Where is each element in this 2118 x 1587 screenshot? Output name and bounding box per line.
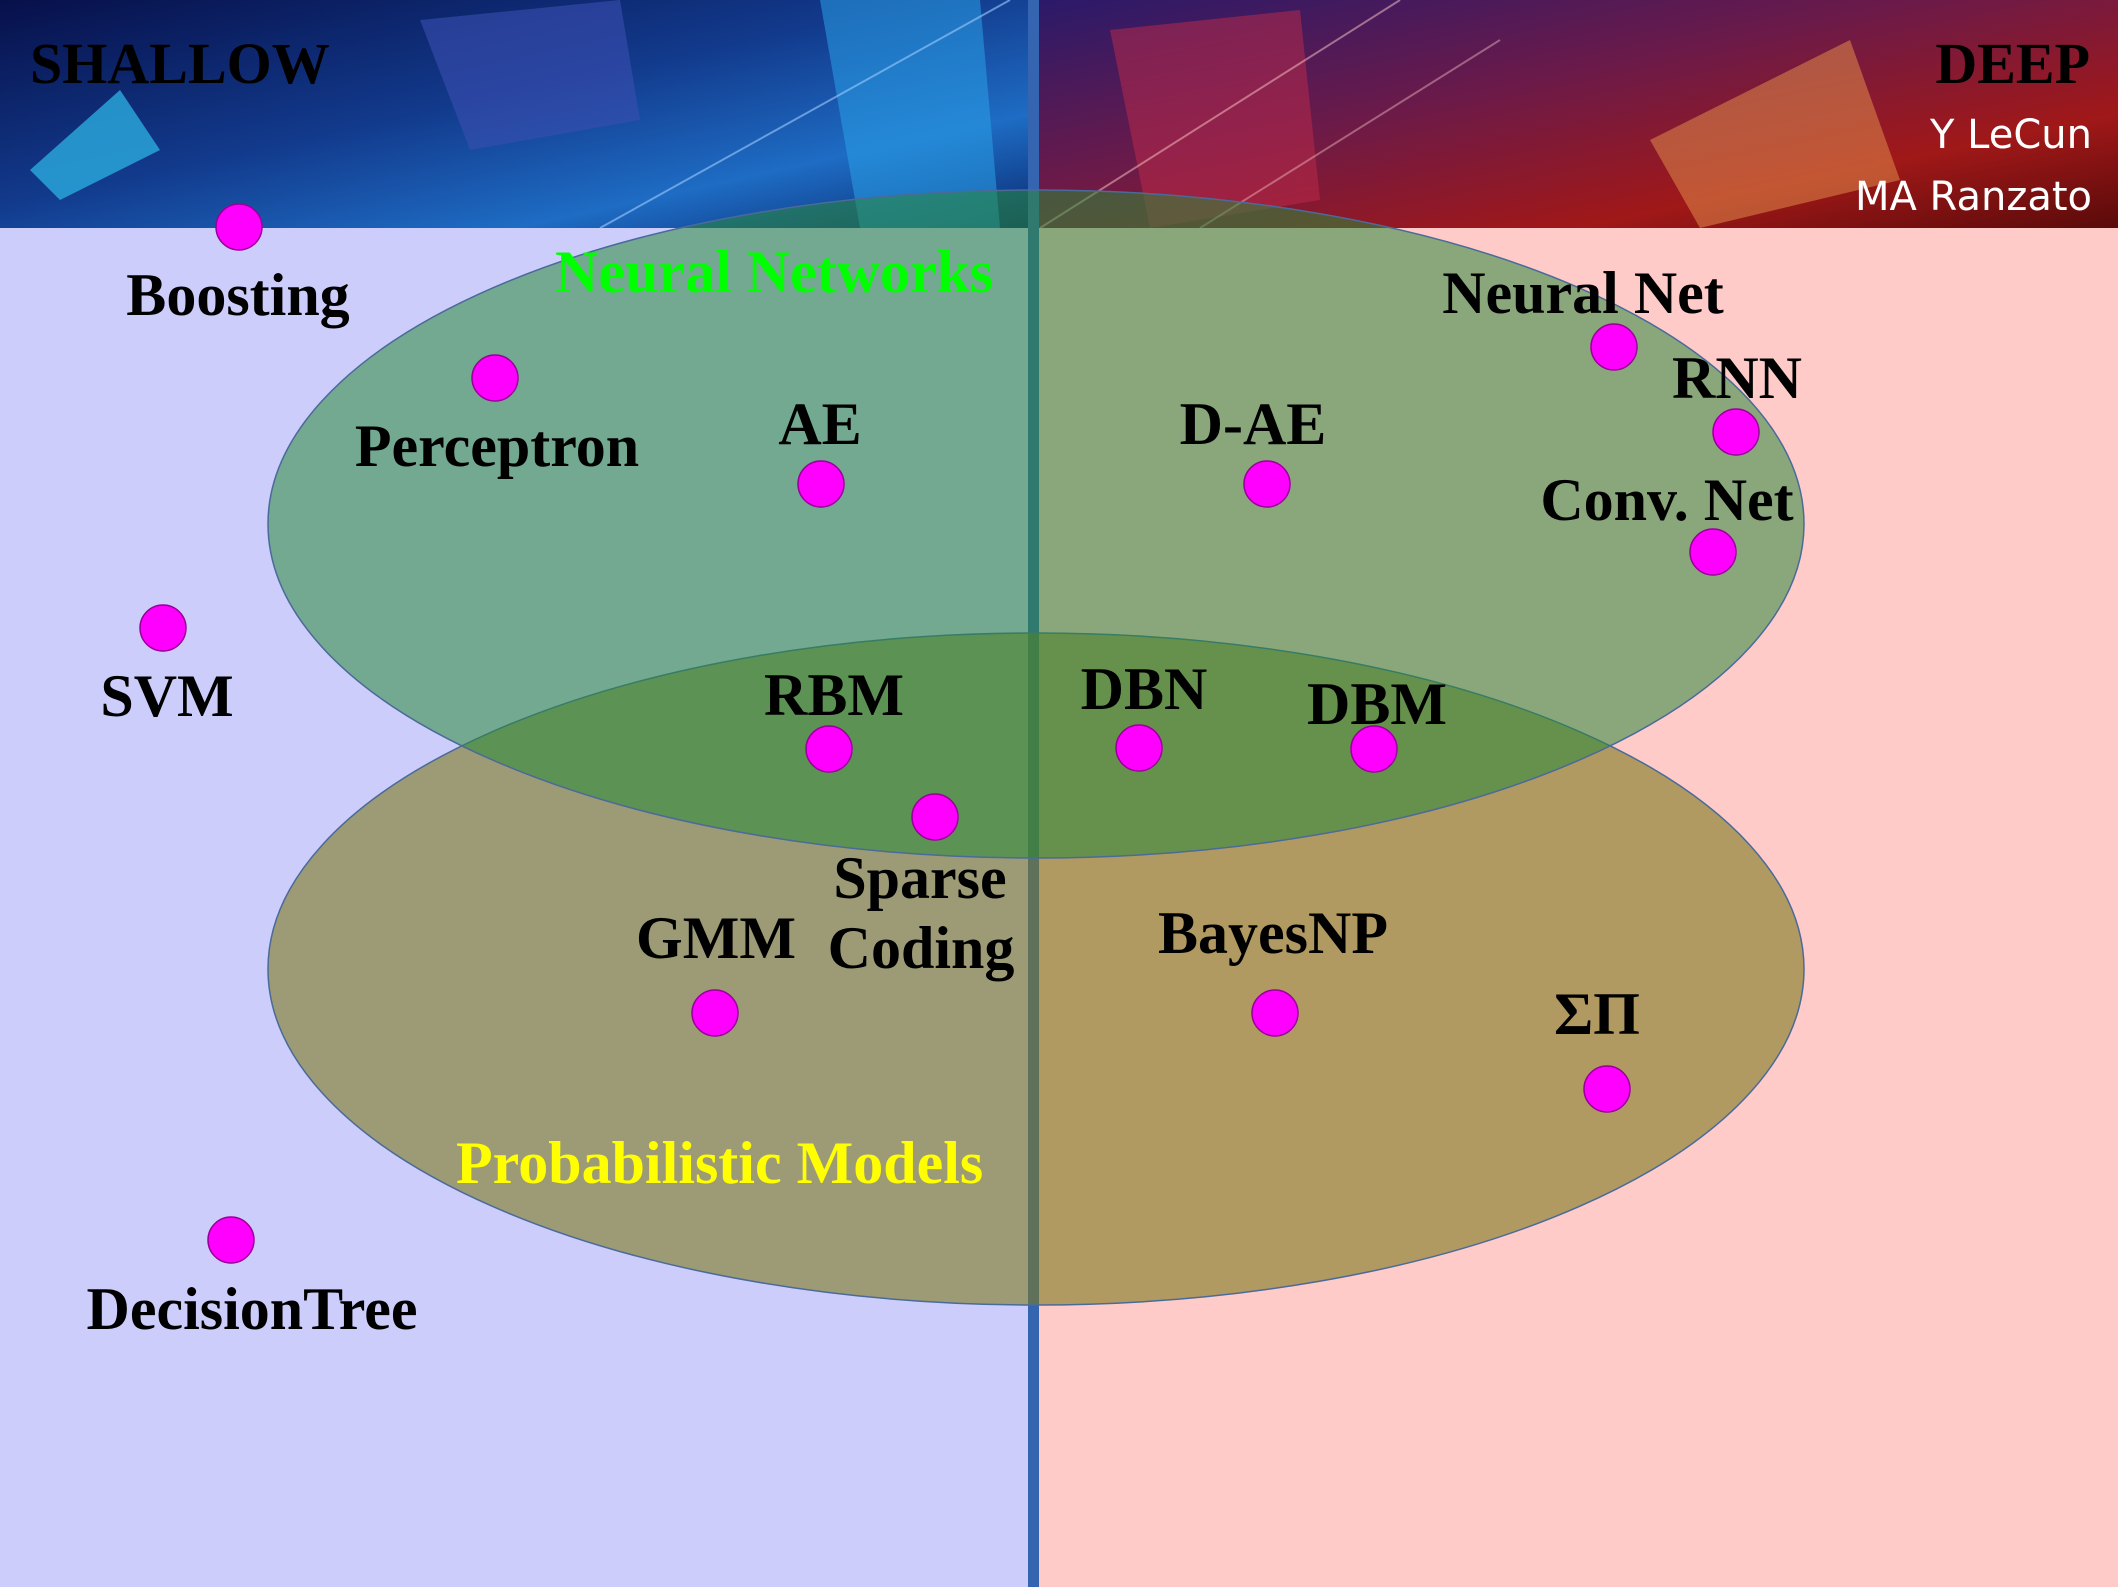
decision-tree-label: DecisionTree: [86, 1276, 417, 1342]
sparse-coding-label-line2: Coding: [828, 915, 1015, 981]
d-ae-label: D-AE: [1180, 391, 1327, 457]
rnn-label: RNN: [1672, 345, 1802, 411]
rbm-dot: [805, 725, 853, 773]
header-banner: [0, 0, 2118, 229]
ae-dot: [797, 460, 845, 508]
svm-dot: [139, 604, 187, 652]
boosting-label: Boosting: [126, 262, 349, 328]
neural-networks-label: Neural Networks: [555, 239, 993, 305]
sparse-coding-label-line1: Sparse: [833, 845, 1006, 911]
dbm-dot: [1350, 725, 1398, 773]
rbm-label: RBM: [764, 662, 904, 728]
dbm-label: DBM: [1307, 671, 1447, 737]
dbn-dot: [1115, 724, 1163, 772]
probabilistic-models-label: Probabilistic Models: [456, 1130, 983, 1196]
bayesnp-dot: [1251, 989, 1299, 1037]
svm-label: SVM: [100, 663, 233, 729]
sum-product-dot: [1583, 1065, 1631, 1113]
sparse-coding-dot: [911, 793, 959, 841]
gmm-label: GMM: [636, 905, 796, 971]
shallow-title: SHALLOW: [30, 31, 330, 96]
dbn-label: DBN: [1081, 656, 1208, 722]
d-ae-dot: [1243, 460, 1291, 508]
method-dots: [139, 203, 1760, 1264]
decision-tree-dot: [207, 1216, 255, 1264]
conv-net-label: Conv. Net: [1540, 467, 1793, 533]
gmm-dot: [691, 989, 739, 1037]
rnn-dot: [1712, 408, 1760, 456]
boosting-dot: [215, 203, 263, 251]
deep-title: DEEP: [1935, 31, 2090, 96]
author-lecun: Y LeCun: [1929, 112, 2092, 158]
ae-label: AE: [778, 391, 861, 457]
author-ranzato: MA Ranzato: [1855, 174, 2092, 220]
neural-net-dot: [1590, 323, 1638, 371]
neural-networks-region: [267, 189, 1805, 859]
sum-product-label: ΣΠ: [1554, 981, 1640, 1047]
conv-net-dot: [1689, 528, 1737, 576]
perceptron-label: Perceptron: [355, 413, 639, 479]
bayesnp-label: BayesNP: [1158, 900, 1388, 966]
neural-net-label: Neural Net: [1442, 260, 1724, 326]
perceptron-dot: [471, 354, 519, 402]
